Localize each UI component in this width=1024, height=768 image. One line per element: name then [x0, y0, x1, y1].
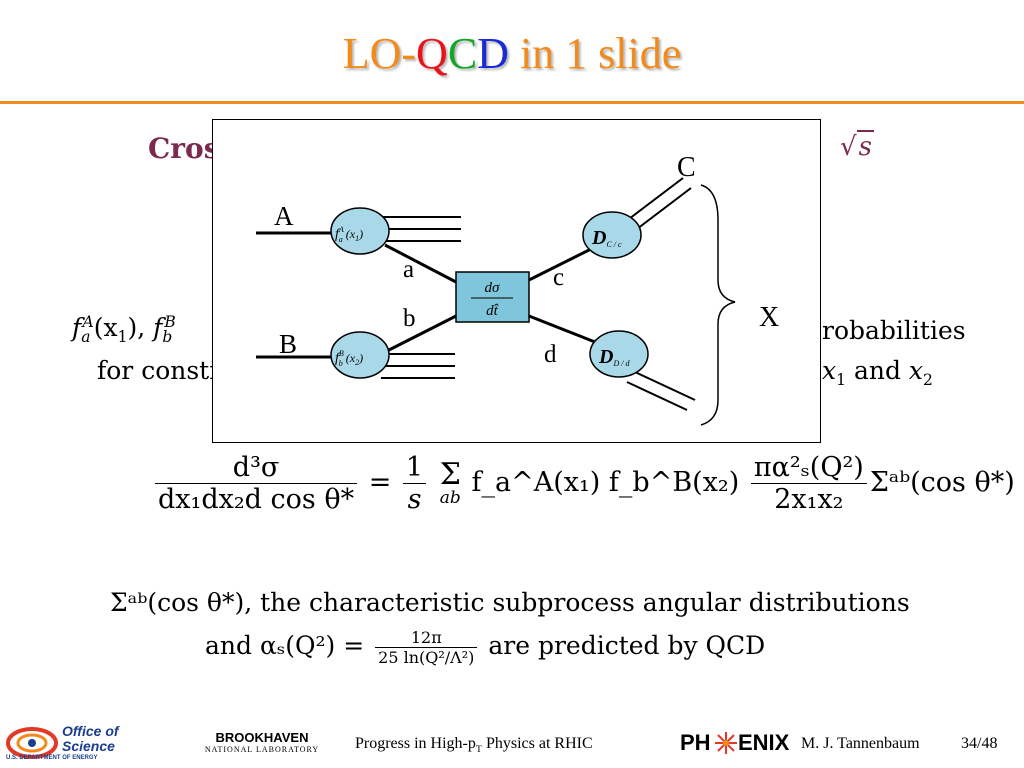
- bnl-line-2: NATIONAL LABORATORY: [204, 745, 320, 754]
- office-of-science-logo: Office of Science U.S. DEPARTMENT OF ENE…: [6, 724, 156, 764]
- title-divider: [0, 101, 1024, 104]
- sqrt-s: √s: [840, 130, 874, 162]
- pdf-line-left: faA(x1), fbB: [72, 312, 176, 346]
- label-b: b: [403, 305, 416, 332]
- title-c: C: [447, 29, 478, 78]
- parton-d-line: [528, 314, 596, 344]
- pdf-line2-left: for consti: [97, 356, 218, 385]
- pdf-line-right: robabilities: [822, 316, 966, 345]
- alpha-fraction: πα²ₛ(Q²)2x₁x₂: [750, 452, 867, 515]
- author: M. J. Tannenbaum: [801, 735, 920, 752]
- title-d: D: [477, 29, 509, 78]
- label-A: A: [274, 201, 294, 231]
- frag-d-oval: [589, 330, 649, 378]
- slide-title: LO-QCD in 1 slide: [0, 28, 1024, 80]
- title-suffix: in 1 slide: [508, 29, 682, 78]
- note-line-1: Σᵃᵇ(cos θ*), the characteristic subproce…: [110, 588, 910, 617]
- title-q: Q: [416, 29, 448, 78]
- office-line-2: Science: [62, 738, 115, 754]
- frag-d-label: DD / d: [598, 346, 630, 368]
- title-prefix: LO-: [342, 29, 417, 78]
- pdf-a-oval: [330, 207, 390, 255]
- xsec-numerator: dσ: [485, 280, 501, 296]
- label-d: d: [544, 341, 557, 368]
- doe-swirl-icon: [6, 727, 58, 759]
- office-line-1: Office of: [62, 723, 119, 739]
- label-c: c: [553, 264, 564, 291]
- brookhaven-logo: BROOKHAVEN NATIONAL LABORATORY: [196, 730, 328, 760]
- x-brace: [700, 184, 736, 426]
- section-heading: Cros: [148, 132, 220, 165]
- frag-c-oval: [582, 211, 642, 259]
- parton-a-line: [384, 243, 457, 284]
- page-number: 34/48: [961, 735, 998, 752]
- xsec-box: [455, 271, 530, 323]
- bnl-line-1: BROOKHAVEN: [215, 730, 309, 745]
- phenix-star-icon: [715, 732, 737, 754]
- label-B: B: [279, 329, 297, 359]
- office-line-3: U.S. DEPARTMENT OF ENERGY: [6, 755, 98, 761]
- talk-title: Progress in High-pT Physics at RHIC: [355, 735, 593, 756]
- parton-c-line: [528, 246, 594, 282]
- parton-b-line: [384, 314, 457, 354]
- frag-c-label: DC / c: [591, 227, 622, 249]
- phenix-logo: PH ENIX: [680, 730, 790, 755]
- label-C: C: [677, 152, 696, 183]
- label-a: a: [403, 256, 414, 283]
- xsec-denominator: dt̂: [486, 303, 499, 319]
- label-X: X: [759, 302, 779, 333]
- pdf-line2-right: x1 and x2: [822, 356, 933, 389]
- pdf-b-oval: [330, 331, 390, 379]
